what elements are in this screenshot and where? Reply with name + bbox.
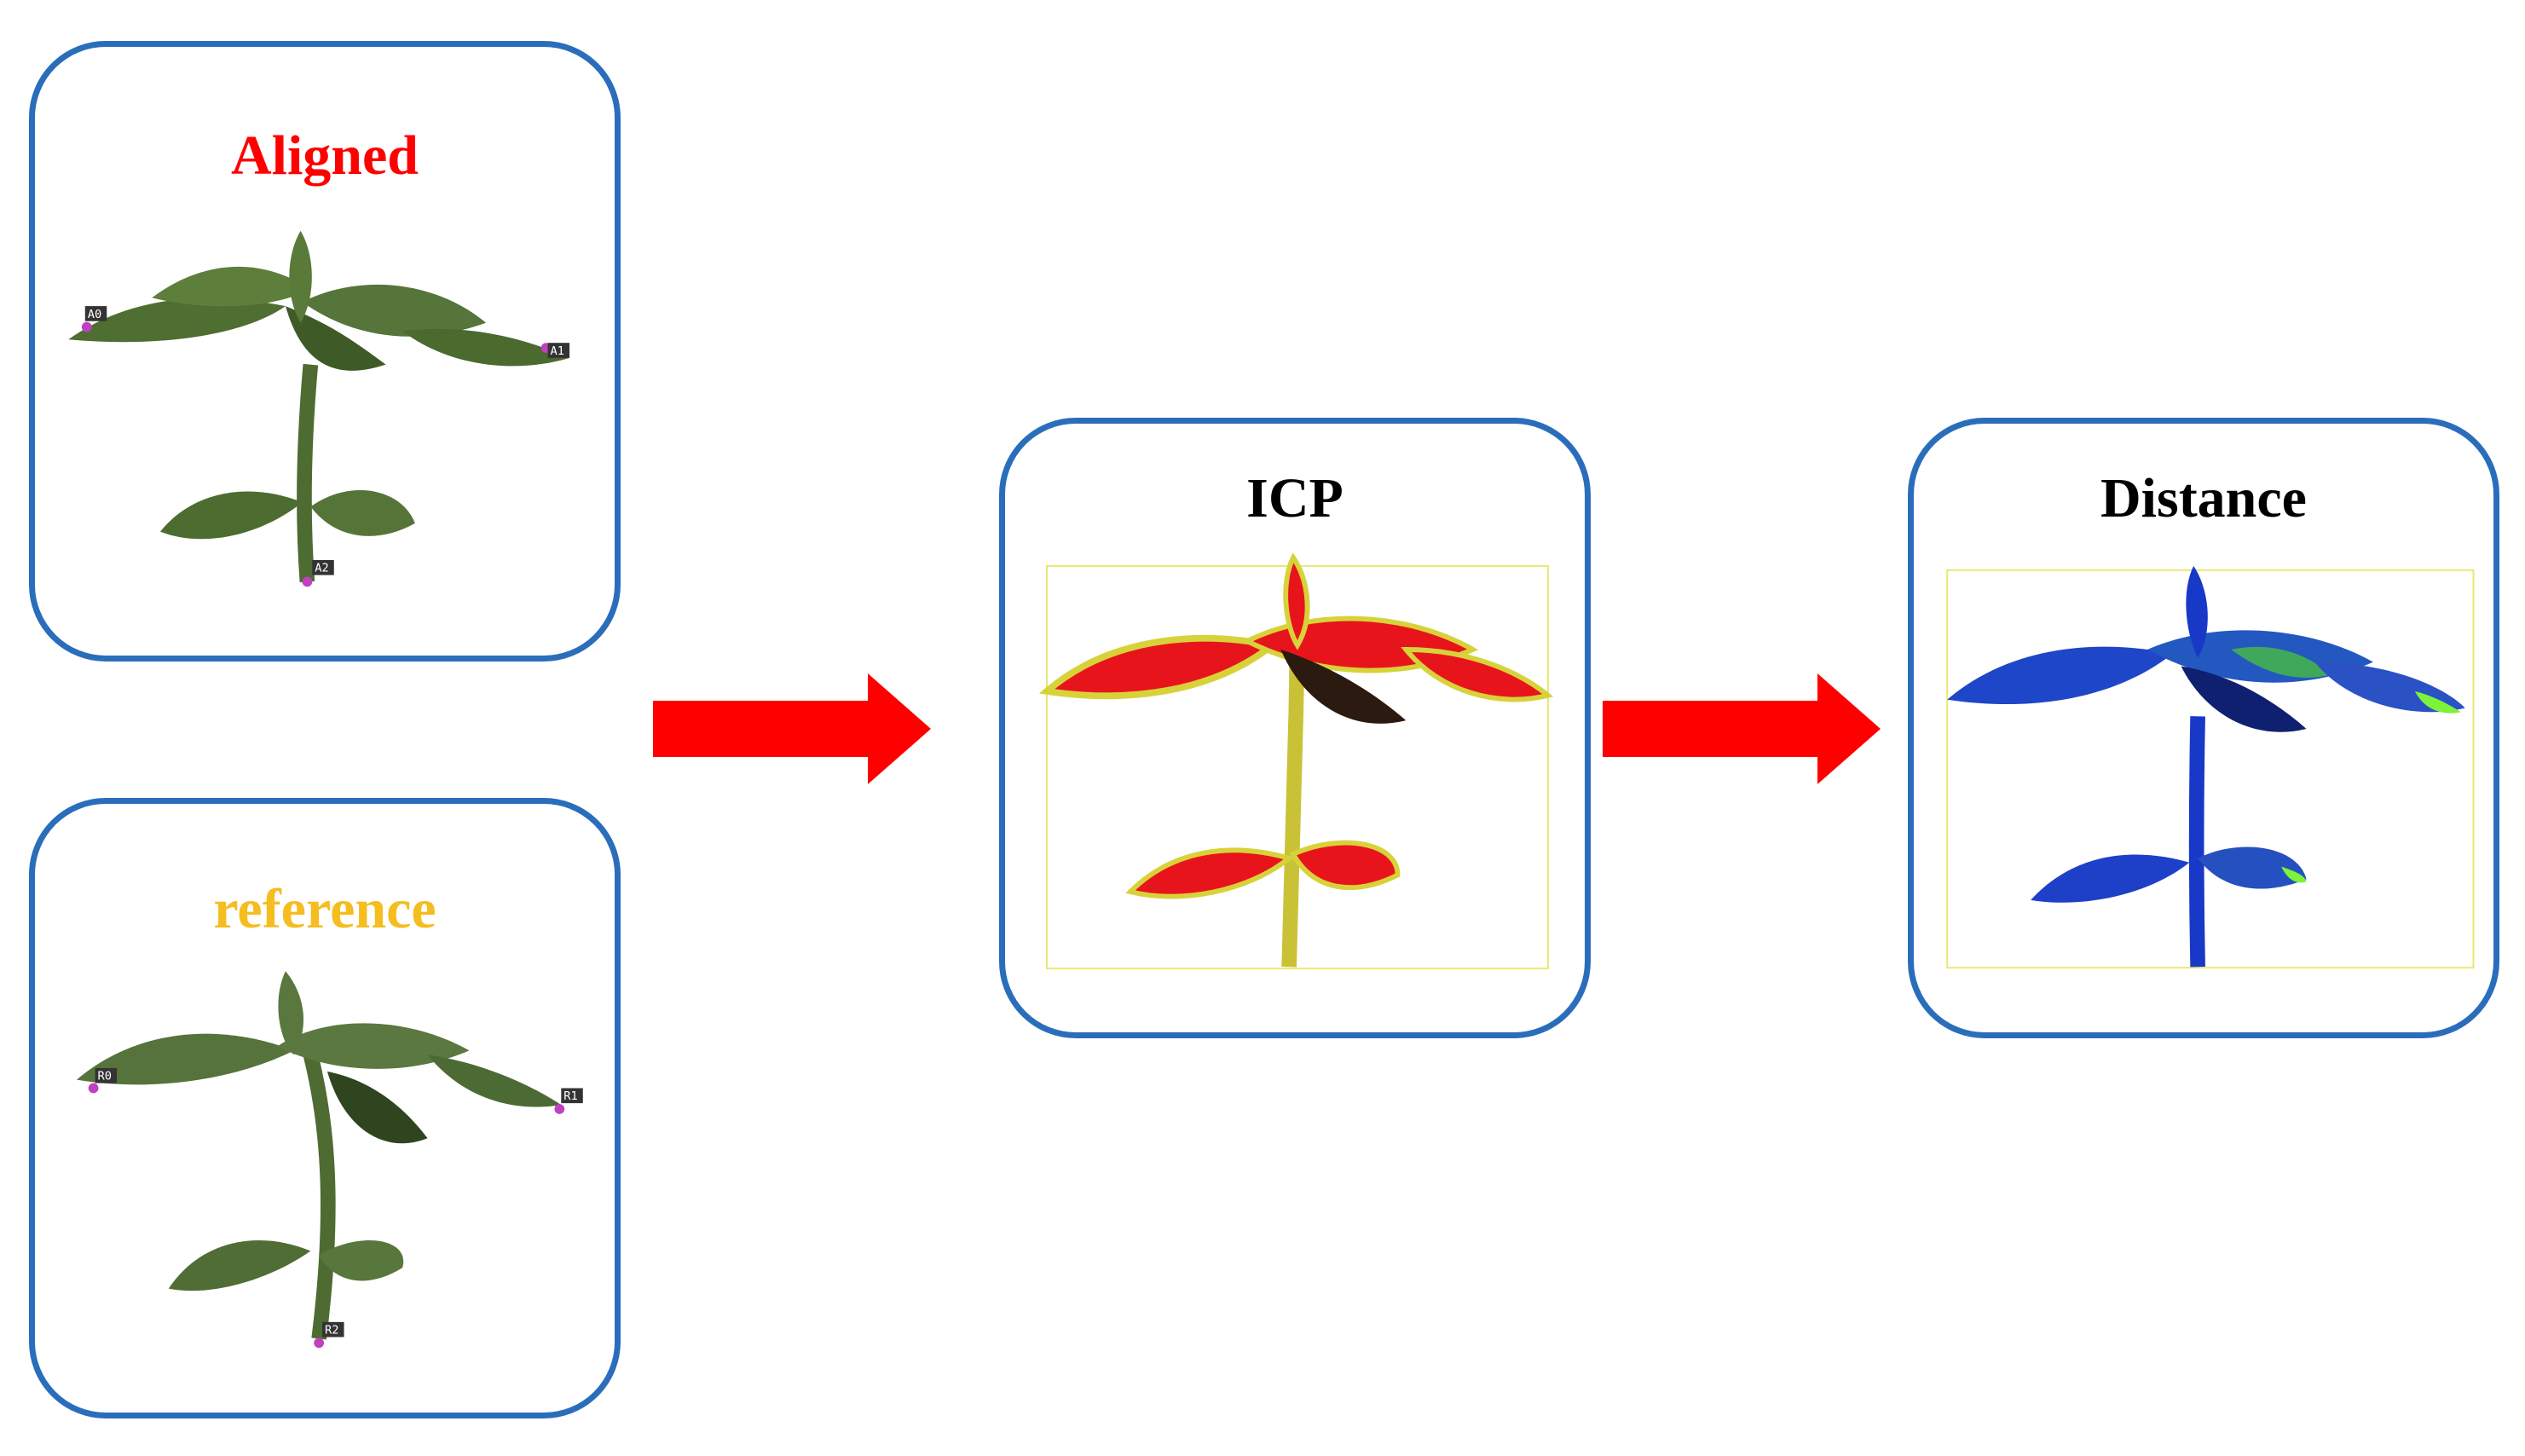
plant-model-icp <box>1038 552 1554 970</box>
reference-panel: reference R0 R1 R2 <box>29 798 621 1418</box>
icp-title: ICP <box>1246 467 1343 529</box>
marker-a0: A0 <box>88 308 102 321</box>
right-arrow-2 <box>1603 673 1881 784</box>
distance-title: Distance <box>2100 467 2307 529</box>
marker-r0: R0 <box>97 1070 112 1083</box>
plant-model-distance <box>1946 565 2475 969</box>
aligned-title: Aligned <box>230 124 419 187</box>
marker-a2: A2 <box>315 562 329 575</box>
marker-r2: R2 <box>325 1324 339 1338</box>
marker-a1: A1 <box>551 344 565 358</box>
marker-r1: R1 <box>563 1089 578 1103</box>
aligned-panel: Aligned A0 A1 A2 <box>29 41 621 662</box>
icp-panel: ICP <box>999 418 1591 1038</box>
plant-model-aligned: A0 A1 A2 <box>68 230 570 587</box>
distance-panel: Distance <box>1908 418 2499 1038</box>
reference-title: reference <box>213 878 436 940</box>
plant-model-reference: R0 R1 R2 <box>76 971 583 1349</box>
right-arrow-1 <box>653 673 931 784</box>
